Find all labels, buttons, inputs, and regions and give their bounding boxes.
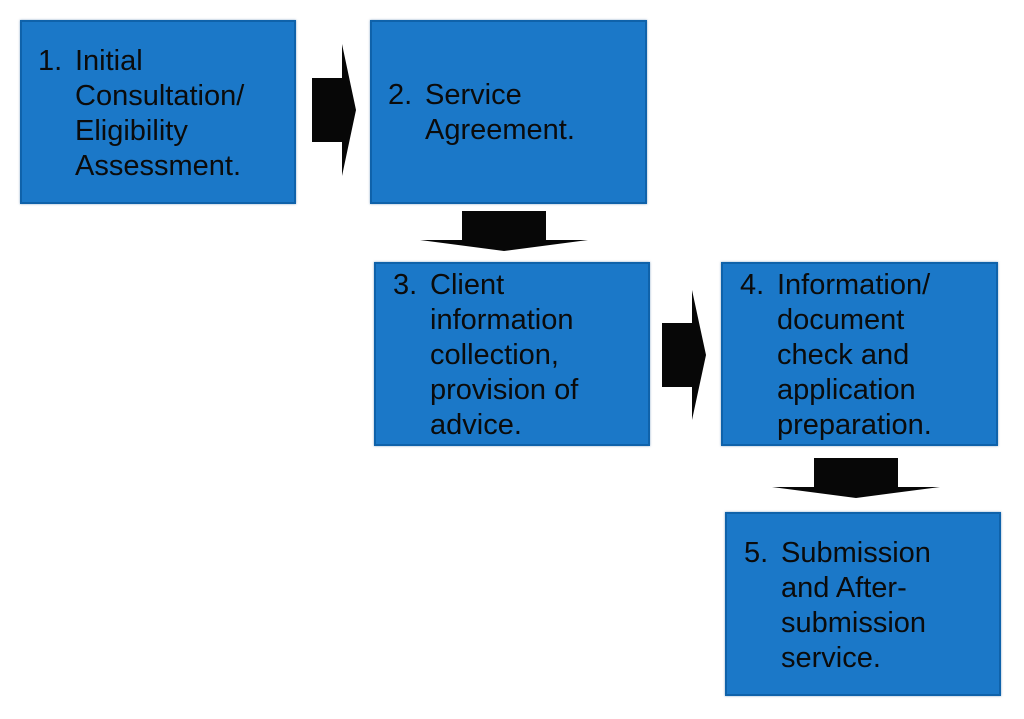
step-2-text: 2. Service Agreement. <box>388 78 575 148</box>
step-1-number: 1. <box>38 45 63 77</box>
step-2-box: 2. Service Agreement. <box>370 20 647 204</box>
step-3-text: 3. Client information collection, provis… <box>393 268 578 443</box>
step-4-number: 4. <box>740 269 765 301</box>
step-4-text: 4. Information/ document check and appli… <box>740 268 932 443</box>
arrow-step-1-to-2 <box>312 44 356 176</box>
step-5-box: 5. Submission and After- submission serv… <box>725 512 1001 696</box>
step-1-label: Initial Consultation/ Eligibility Assess… <box>75 45 245 182</box>
step-5-number: 5. <box>744 537 769 569</box>
step-4-box: 4. Information/ document check and appli… <box>721 262 998 446</box>
arrow-step-2-to-3 <box>420 211 588 251</box>
step-5-label: Submission and After- submission service… <box>781 537 931 674</box>
step-2-number: 2. <box>388 79 413 111</box>
step-4-label: Information/ document check and applicat… <box>777 269 932 441</box>
step-1-box: 1. Initial Consultation/ Eligibility Ass… <box>20 20 296 204</box>
step-1-text: 1. Initial Consultation/ Eligibility Ass… <box>38 44 244 184</box>
step-3-box: 3. Client information collection, provis… <box>374 262 650 446</box>
arrow-step-3-to-4 <box>662 290 706 420</box>
arrow-step-4-to-5 <box>772 458 940 498</box>
step-5-text: 5. Submission and After- submission serv… <box>744 536 931 676</box>
step-3-number: 3. <box>393 269 418 301</box>
step-2-label: Service Agreement. <box>425 79 575 146</box>
step-3-label: Client information collection, provision… <box>430 269 579 441</box>
